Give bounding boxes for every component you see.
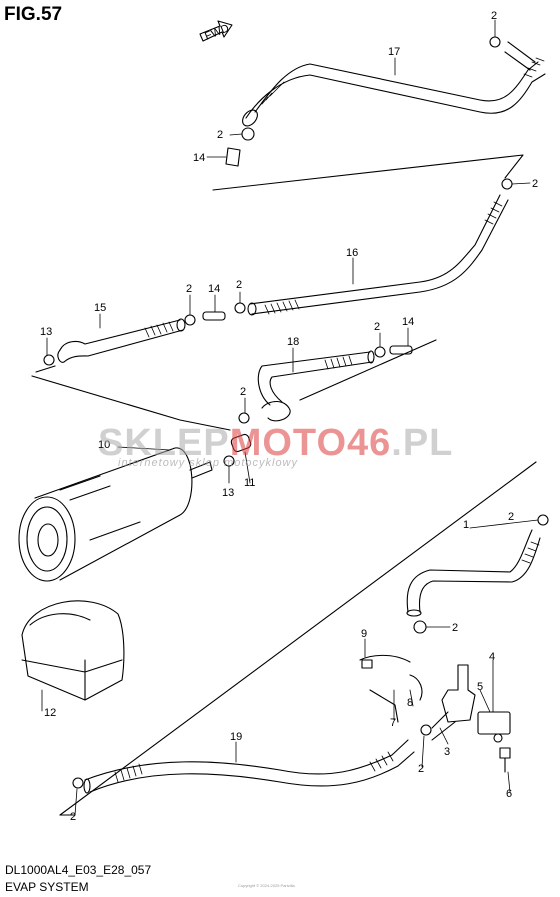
watermark-text-d: .PL [391, 422, 454, 464]
pane-line-top [212, 154, 524, 191]
callout-2: 2 [70, 811, 76, 823]
callout-13: 13 [222, 487, 234, 499]
callout-17: 17 [388, 46, 400, 58]
callout-2: 2 [508, 511, 514, 523]
pane-line-mid-left [31, 365, 231, 431]
callout-5: 5 [477, 681, 483, 693]
cover-12 [21, 600, 125, 701]
callout-2: 2 [491, 10, 497, 22]
watermark-text-b: MOTO [229, 422, 347, 464]
callout-15: 15 [94, 302, 106, 314]
callout-2: 2 [186, 283, 192, 295]
callout-10: 10 [98, 439, 110, 451]
callout-12: 12 [44, 707, 56, 719]
callout-6: 6 [506, 788, 512, 800]
callout-9: 9 [361, 628, 367, 640]
hose-16 [247, 194, 509, 316]
figure-code: DL1000AL4_E03_E28_057 [5, 863, 152, 877]
hose-1 [406, 529, 541, 617]
callout-14: 14 [402, 316, 414, 328]
callout-13: 13 [40, 326, 52, 338]
clamp-2 [43, 36, 549, 789]
hose-15 [57, 318, 186, 363]
fwd-label: FWD [203, 22, 231, 43]
callout-3: 3 [444, 746, 450, 758]
callout-4: 4 [489, 651, 495, 663]
callout-8: 8 [407, 697, 413, 709]
callout-19: 19 [230, 731, 242, 743]
fwd-arrow-icon: FWD [199, 20, 233, 43]
callout-2: 2 [374, 321, 380, 333]
callout-14: 14 [193, 152, 205, 164]
hose-17 [242, 41, 546, 127]
watermark-text-a: SKLEP [98, 422, 230, 464]
callout-2: 2 [418, 763, 424, 775]
callout-2: 2 [217, 129, 223, 141]
pane-line-mid-right [299, 339, 437, 401]
bolt-9 [361, 659, 373, 669]
bolt-6 [499, 747, 511, 773]
connector-14 [202, 147, 413, 355]
callout-14: 14 [208, 283, 220, 295]
copyright-text: Copyright © 2024-2025 Partzilla [238, 883, 295, 888]
callout-2: 2 [240, 386, 246, 398]
callout-7: 7 [390, 717, 396, 729]
watermark-text-c: 46 [347, 422, 392, 464]
figure-title: FIG.57 [4, 4, 63, 25]
valve-3 [359, 654, 511, 743]
callout-16: 16 [346, 247, 358, 259]
callout-2: 2 [532, 178, 538, 190]
hose-19 [83, 739, 415, 794]
leader-lines [41, 19, 539, 816]
figure-name: EVAP SYSTEM [5, 880, 89, 894]
callout-2: 2 [452, 622, 458, 634]
callout-11: 11 [244, 477, 255, 489]
callout-2: 2 [236, 279, 242, 291]
callout-1: 1 [463, 519, 469, 531]
watermark-logo: SKLEPMOTO46.PL [98, 422, 453, 465]
watermark-subtext: internetowy sklep motocyklowy [118, 457, 299, 469]
callout-numbers: 2 17 2 14 2 16 2 14 2 15 13 18 2 14 2 10… [40, 10, 538, 823]
pane-line-diagonal [59, 461, 537, 816]
hose-18 [257, 350, 375, 422]
callout-18: 18 [287, 336, 299, 348]
canister-10 [18, 433, 252, 582]
